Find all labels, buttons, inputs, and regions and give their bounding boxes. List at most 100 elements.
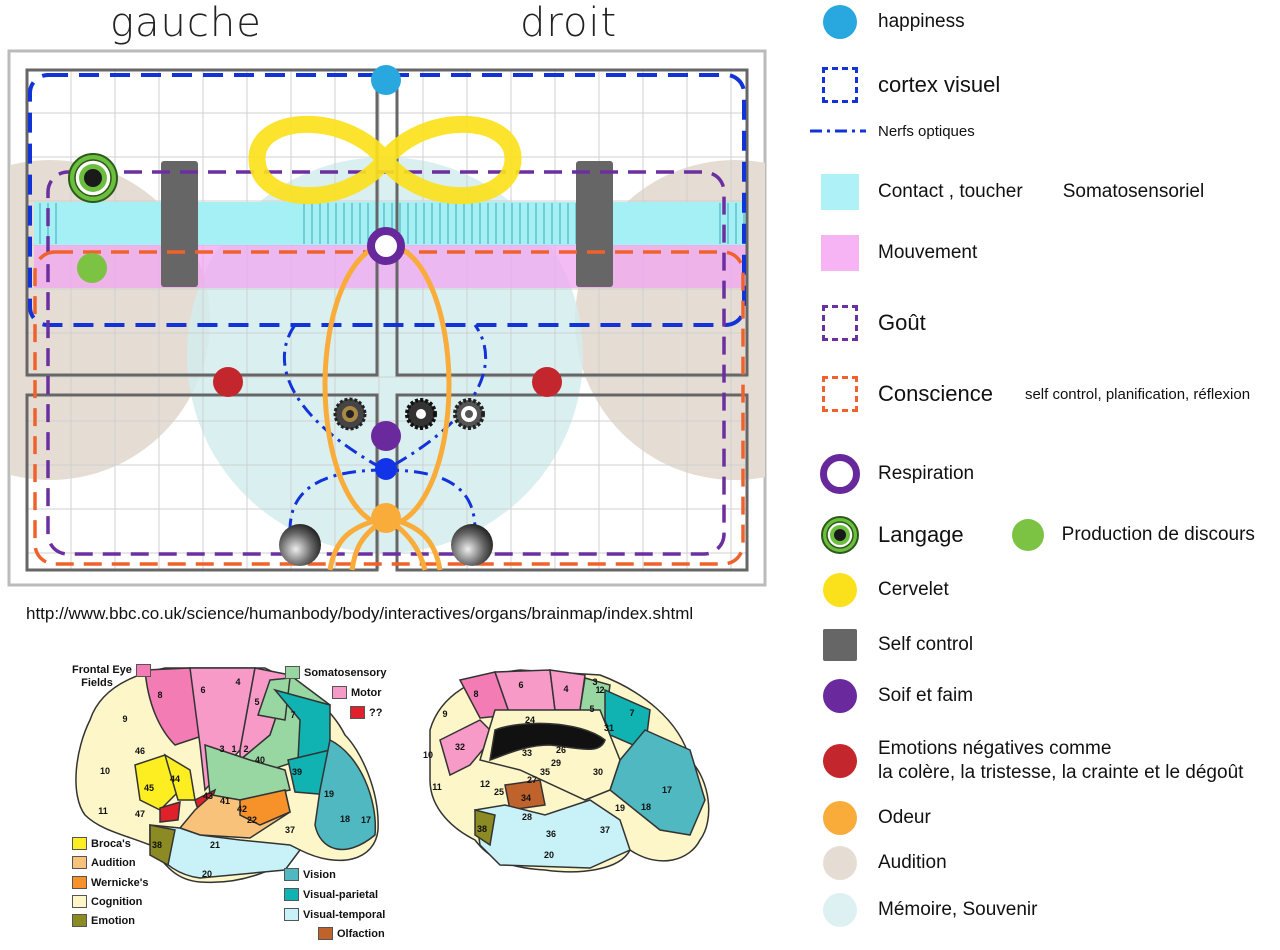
legend-language: Langage Production de discours [820,516,1280,554]
lateral-area-number: 8 [157,690,162,700]
lateral-area-number: 9 [122,714,127,724]
dashed-orange-square-icon [820,374,860,414]
respiration-ring [367,227,405,265]
vision-swatch-icon [284,868,299,881]
smell-dot [371,503,401,533]
medial-area-number: 25 [494,787,504,797]
lateral-area-number: 44 [170,774,180,784]
optic-chiasm-dot [375,458,397,480]
lateral-area-number: 46 [135,746,145,756]
purple-ring-icon [820,454,860,494]
negative-emotion-dot-right [532,367,562,397]
gear-icon [453,398,485,430]
bm-cognition: Cognition [72,895,142,908]
medial-area-number: 4 [563,684,568,694]
cognition-swatch-icon [72,895,87,908]
emotion-swatch-icon [72,914,87,927]
medial-area-number: 27 [527,775,537,785]
cyan-square-icon [820,172,860,212]
wernickes-swatch-icon [72,876,87,889]
legend-optic-nerves: Nerfs optiques [810,112,1270,150]
olfaction-swatch-icon [318,927,333,940]
lateral-area-number: 43 [203,791,213,801]
lateral-area-number: 2 [243,744,248,754]
bm-audition: Audition [72,856,136,869]
beige-dot-icon [820,843,860,883]
lateral-area-number: 45 [144,783,154,793]
legend-thirst-hunger: Soif et faim [820,677,1280,715]
bm-emotion: Emotion [72,914,135,927]
heading-right: droit [520,0,618,46]
legend-audition: Audition [820,844,1280,882]
eye-left [279,524,321,566]
optic-nerves [282,324,488,531]
bm-motor: Motor [332,686,382,699]
dashed-purple-square-icon [820,303,860,343]
brocas-swatch-icon [72,837,87,850]
medial-area-number: 20 [544,850,554,860]
quadrants [25,68,749,572]
dashed-blue-square-icon [820,65,860,105]
medial-area-number: 5 [589,704,594,714]
medial-area-number: 19 [615,803,625,813]
lateral-area-number: 47 [135,809,145,819]
medial-area-number: 9 [442,709,447,719]
medial-area-number: 1 [595,685,600,695]
speech-production-dot [77,253,107,283]
bm-olfaction: Olfaction [318,927,385,940]
visual-parietal-swatch-icon [284,888,299,901]
legend-happiness: happiness [820,3,1280,41]
medial-area-number: 12 [480,779,490,789]
medial-area-number: 38 [477,824,487,834]
medial-area-number: 37 [600,825,610,835]
medial-area-number: 7 [629,708,634,718]
bm-vision: Vision [284,868,336,881]
visual-cortex-outline [28,73,746,327]
medial-area-number: 29 [551,758,561,768]
eye-right [451,524,493,566]
medial-area-number: 23 [580,732,590,742]
lateral-area-number: 40 [255,755,265,765]
audition-swatch-icon [72,856,87,869]
frontal-swatch-icon [135,664,151,677]
gear-icon [405,398,437,430]
purple-dot-icon [820,676,860,716]
medial-area-number: 2 [599,685,604,695]
dash-dot-line-icon [810,111,866,151]
cerebellum-infinity [248,115,522,205]
bm-unknown: ?? [350,706,382,719]
lateral-brain-map [75,667,379,884]
lateral-area-number: 10 [100,766,110,776]
lateral-area-number: 5 [254,697,259,707]
red-dot-icon [820,741,860,781]
legend-visual-cortex: cortex visuel [820,66,1280,104]
legend-movement: Mouvement [820,234,1280,272]
medial-area-number: 34 [521,793,531,803]
lateral-area-number: 41 [220,796,230,806]
negative-emotion-dot-left [213,367,243,397]
lateral-area-number: 7 [290,710,295,720]
source-url[interactable]: http://www.bbc.co.uk/science/humanbody/b… [26,604,694,623]
lateral-area-number: 20 [202,869,212,879]
lateral-area-number: 6 [200,685,205,695]
heading-left: gauche [110,0,262,46]
bm-wernickes: Wernicke's [72,876,148,889]
legend-negative-emotions: Emotions négatives comme la colère, la t… [820,736,1280,786]
lateral-area-number: 39 [292,767,302,777]
legend-memory: Mémoire, Souvenir [820,891,1280,929]
lateral-area-number: 37 [285,825,295,835]
medial-area-number: 30 [593,767,603,777]
lateral-area-number: 19 [324,789,334,799]
conscience-outline [33,250,745,566]
medial-area-number: 6 [518,680,523,690]
legend-cerebellum: Cervelet [820,571,1280,609]
gear-icon [333,397,367,431]
happiness-dot [371,65,401,95]
lateral-area-number: 22 [247,815,257,825]
self-control-bar-left [161,161,198,287]
medial-area-number: 35 [540,767,550,777]
unknown-swatch-icon [350,706,365,719]
lateral-area-number: 18 [340,814,350,824]
green-target-icon [820,515,860,555]
